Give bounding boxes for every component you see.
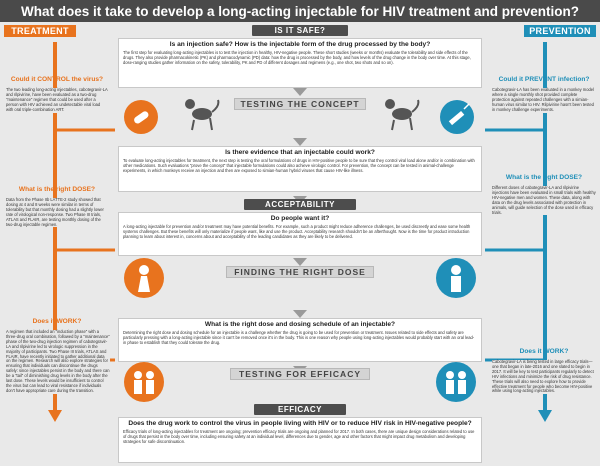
treatment-q3: Does it WORK? [32, 318, 82, 325]
efficacy-question: Does the drug work to control the virus … [128, 420, 472, 427]
efficacy-box: Does the drug work to control the virus … [118, 417, 482, 463]
acceptability-text: A long-acting injectable for prevention … [123, 224, 471, 239]
people-icon-right [436, 362, 476, 402]
concept-text: To evaluate long-acting injectables for … [123, 158, 475, 173]
prevention-t1: Cabotegravir-LA has been evaluated in a … [492, 87, 596, 113]
prevention-q2: What is the right DOSE? [505, 174, 583, 181]
efficacy-text: Efficacy trials of long-acting injectabl… [123, 429, 475, 444]
woman-icon [124, 258, 164, 298]
treatment-q1: Could it CONTROL the virus? [10, 76, 104, 83]
testing-concept-header: TESTING THE CONCEPT [234, 98, 366, 110]
treatment-t2: Data from the Phase IIb LATTE-2 study sh… [6, 197, 108, 228]
treatment-t1: The two leading long-acting injectables,… [6, 87, 108, 113]
monkey-icon [180, 96, 220, 132]
prevention-q3: Does it WORK? [519, 348, 569, 355]
acceptability-box: Do people want it? A long-acting injecta… [118, 212, 482, 256]
syringe-icon [440, 100, 474, 134]
efficacy-header: EFFICACY [254, 404, 346, 415]
acceptability-question: Do people want it? [270, 215, 330, 222]
finding-dose-header: FINDING THE RIGHT DOSE [226, 266, 374, 278]
pill-icon [124, 100, 158, 134]
people-icon-left [124, 362, 164, 402]
treatment-t3: A regimen that included an "induction ph… [6, 329, 110, 394]
acceptability-header: ACCEPTABILITY [244, 199, 356, 210]
treatment-header: TREATMENT [4, 25, 76, 37]
dose-question: What is the right dose and dosing schedu… [204, 321, 396, 328]
treatment-q2: What is the right DOSE? [18, 186, 96, 193]
concept-question: Is there evidence that an injectable cou… [225, 149, 375, 156]
prevention-header: PREVENTION [524, 25, 596, 37]
safe-question: Is an injection safe? How is the injecta… [169, 41, 431, 48]
monkey-icon-right [380, 96, 420, 132]
safe-text: The first step for evaluating long-actin… [123, 50, 471, 65]
safe-header: IS IT SAFE? [252, 25, 348, 36]
prevention-t2: Different doses of cabotegravir-LA and r… [492, 185, 596, 216]
dose-text: Determining the right dose and dosing sc… [123, 330, 475, 345]
page-title: What does it take to develop a long-acti… [0, 0, 600, 22]
testing-efficacy-header: TESTING FOR EFFICACY [230, 368, 370, 380]
prevention-t3: Cabotegravir-LA is being tested in large… [492, 359, 596, 395]
concept-box: Is there evidence that an injectable cou… [118, 146, 482, 192]
prevention-q1: Could it PREVENT infection? [498, 76, 590, 83]
man-icon [436, 258, 476, 298]
dose-box: What is the right dose and dosing schedu… [118, 318, 482, 362]
safe-box: Is an injection safe? How is the injecta… [118, 38, 482, 88]
